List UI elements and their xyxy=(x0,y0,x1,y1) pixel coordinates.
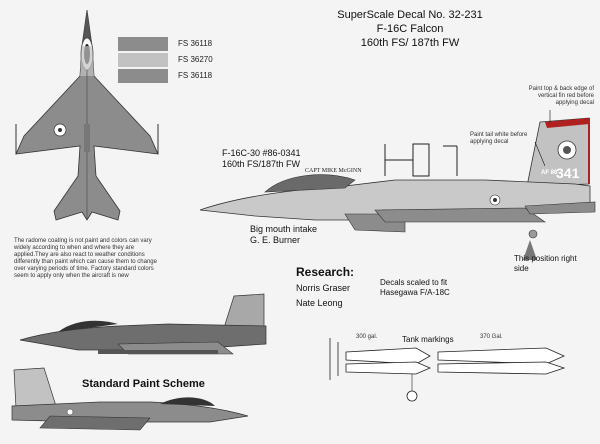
intake-note-line1: Big mouth intake xyxy=(250,224,318,234)
fin-detail-sketch xyxy=(384,143,458,177)
tail-code-text: AF 86 xyxy=(541,170,558,176)
top-view-aircraft xyxy=(15,9,159,221)
radome-note: The radome coating is not paint and colo… xyxy=(14,238,157,279)
swatch-fs-36118-top xyxy=(118,37,168,51)
research-block: Research: Norris Graser Nate Leong xyxy=(296,266,416,309)
swatch-label-bottom: FS 36118 xyxy=(178,71,213,80)
standard-scheme-aircraft-top xyxy=(19,293,267,355)
decal-scale-line1: Decals scaled to fit xyxy=(380,278,448,287)
decal-sheet-title: SuperScale Decal No. 32-231 xyxy=(337,9,483,21)
aircraft-type: F-16C Falcon xyxy=(376,23,444,35)
research-name-1: Norris Graser xyxy=(296,283,351,293)
decal-scale-line2: Hasegawa F/A-18C xyxy=(380,288,450,297)
tank-right-label: 370 Gal. xyxy=(480,334,503,340)
aircraft-unit: 160th FS/187th FW xyxy=(222,159,301,169)
intake-note: Big mouth intake G. E. Burner xyxy=(250,224,360,246)
position-note: This position right side xyxy=(514,254,577,273)
aircraft-serial: F-16C-30 #86-0341 xyxy=(222,148,301,158)
tail-note-arrow xyxy=(534,141,545,167)
research-title: Research: xyxy=(296,265,355,279)
swatch-label-middle: FS 36270 xyxy=(178,55,213,64)
standard-scheme-title: Standard Paint Scheme xyxy=(82,378,205,390)
tank-left-label: 300 gal. xyxy=(356,334,378,340)
tail-number-text: 341 xyxy=(556,165,580,181)
aircraft-id-block: F-16C-30 #86-0341 160th FS/187th FW xyxy=(222,148,342,170)
swatch-fs-36270 xyxy=(118,53,168,67)
swatch-fs-36118-bottom xyxy=(118,69,168,83)
tank-markings-title: Tank markings xyxy=(402,335,454,344)
side-profile-aircraft: AF 86 341 CAPT MIKE McGINN xyxy=(199,117,596,260)
research-name-2: Nate Leong xyxy=(296,298,343,308)
tail-paint-note: Paint tail white before applying decal xyxy=(470,132,528,145)
swatch-label-top: FS 36118 xyxy=(178,39,213,48)
tank-drawings xyxy=(329,338,566,402)
decal-scale-note: Decals scaled to fit Hasegawa F/A-18C xyxy=(380,278,490,298)
standard-scheme-aircraft-bottom xyxy=(11,367,249,431)
header-title-block: SuperScale Decal No. 32-231 F-16C Falcon… xyxy=(330,8,490,50)
pilot-name-text: CAPT MIKE McGINN xyxy=(305,168,362,174)
intake-note-line2: G. E. Burner xyxy=(250,235,301,245)
fin-paint-note: Paint top & back edge of vertical fin re… xyxy=(528,86,594,106)
fin-note-arrow xyxy=(549,110,551,122)
unit-name: 160th FS/ 187th FW xyxy=(360,37,460,49)
